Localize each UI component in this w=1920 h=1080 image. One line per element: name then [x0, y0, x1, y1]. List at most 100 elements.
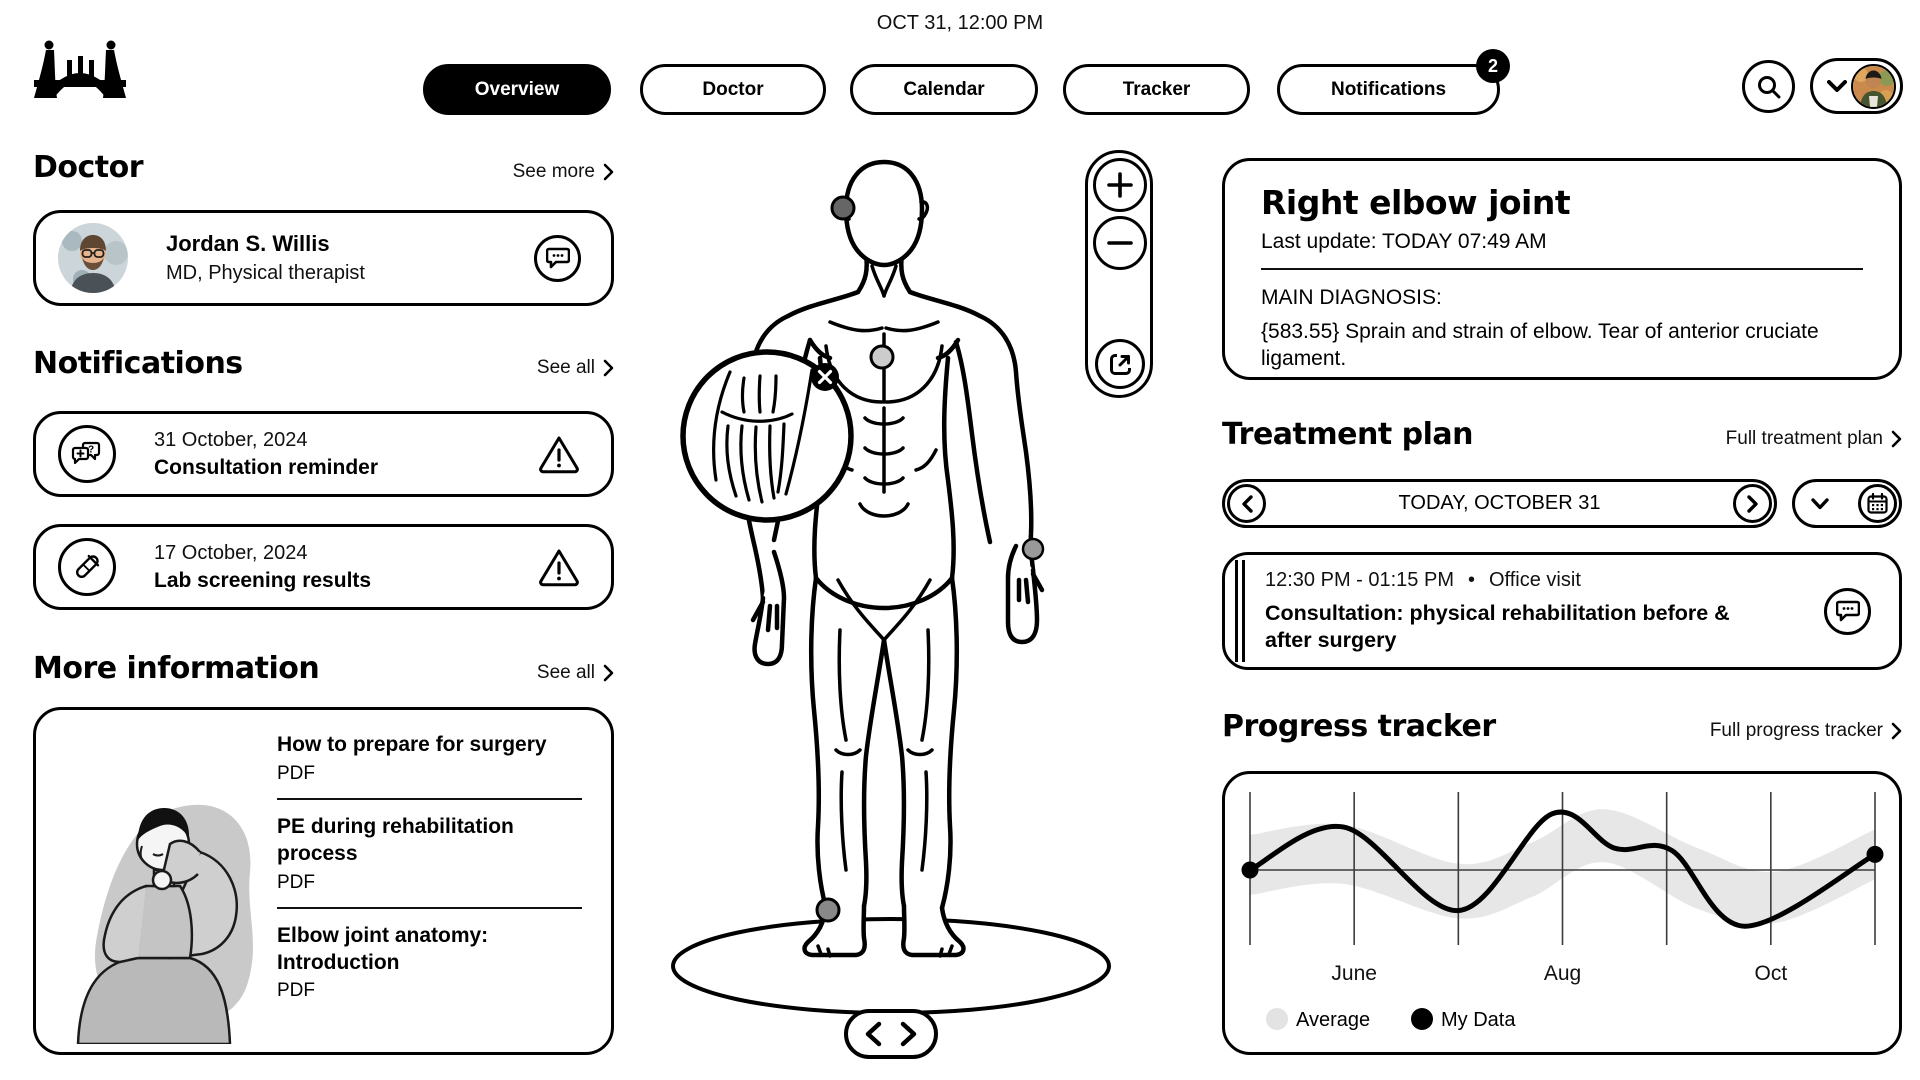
human-figure	[740, 159, 1045, 958]
user-avatar	[1851, 63, 1896, 109]
info-list: How to prepare for surgery PDF PE during…	[277, 732, 582, 1002]
notification-card-lab[interactable]: 17 October, 2024 Lab screening results	[33, 524, 614, 610]
rotate-left-button[interactable]	[865, 1021, 882, 1047]
appointment-card[interactable]: 12:30 PM - 01:15 PM • Office visit Consu…	[1222, 552, 1902, 670]
tab-overview[interactable]: Overview	[423, 64, 611, 115]
more-info-card: How to prepare for surgery PDF PE during…	[33, 707, 614, 1055]
previous-day-button[interactable]	[1227, 484, 1266, 523]
marker-left-ankle[interactable]	[815, 897, 841, 923]
svg-text:Average: Average	[1296, 1009, 1370, 1031]
chat-bubble-icon	[545, 247, 570, 269]
body-model-viewer	[671, 159, 1111, 1059]
diagnosis-label: MAIN DIAGNOSIS:	[1261, 286, 1442, 309]
info-item[interactable]: PE during rehabilitation process PDF	[277, 814, 582, 894]
notification-date: 17 October, 2024	[154, 541, 308, 564]
zoom-out-button[interactable]	[1093, 216, 1147, 270]
appointment-type: Office visit	[1489, 568, 1581, 591]
doctor-role: MD, Physical therapist	[166, 262, 365, 284]
notifications-section-title: Notifications	[33, 346, 243, 381]
divider	[1261, 268, 1863, 270]
info-item[interactable]: How to prepare for surgery PDF	[277, 732, 582, 785]
doctor-name: Jordan S. Willis	[166, 231, 330, 256]
info-item-format: PDF	[277, 762, 315, 784]
info-item-title: How to prepare for surgery	[277, 733, 547, 756]
doctor-avatar	[58, 223, 128, 293]
notification-card-consultation[interactable]: ? 31 October, 2024 Consultation reminder	[33, 411, 614, 497]
chevron-right-icon	[1891, 430, 1902, 448]
more-info-see-all-link[interactable]: See all	[537, 662, 614, 684]
close-magnifier-button[interactable]	[811, 363, 839, 391]
tab-notifications-label: Notifications	[1330, 78, 1447, 100]
consultation-bubbles-icon: ?	[58, 425, 116, 483]
appointment-message-button[interactable]	[1824, 587, 1871, 635]
diagnosis-last-update: Last update: TODAY 07:49 AM	[1261, 230, 1547, 253]
marker-left-wrist[interactable]	[1021, 537, 1045, 561]
appointment-accent	[1235, 560, 1245, 662]
full-progress-tracker-link[interactable]: Full progress tracker	[1710, 720, 1902, 742]
chevron-down-icon	[1811, 497, 1829, 509]
bridge-logo-icon	[34, 40, 126, 98]
minus-icon	[1107, 241, 1133, 245]
tab-doctor[interactable]: Doctor	[640, 64, 826, 115]
calendar-picker-button[interactable]	[1792, 479, 1902, 528]
notifications-see-all-link[interactable]: See all	[537, 357, 614, 379]
info-item[interactable]: Elbow joint anatomy: Introduction PDF	[277, 923, 582, 1003]
elbow-magnifier[interactable]	[680, 349, 854, 523]
marker-chest[interactable]	[869, 344, 895, 370]
chevron-right-icon	[603, 664, 614, 682]
plus-icon	[1107, 172, 1133, 198]
bullet-separator: •	[1467, 568, 1475, 591]
diagnosis-title: Right elbow joint	[1261, 183, 1571, 222]
divider	[277, 797, 582, 800]
full-progress-tracker-label: Full progress tracker	[1709, 720, 1883, 741]
exercise-illustration	[76, 804, 253, 1044]
appointment-time: 12:30 PM - 01:15 PM	[1265, 568, 1454, 591]
appointment-texts: 12:30 PM - 01:15 PM • Office visit Consu…	[1265, 569, 1824, 654]
next-day-button[interactable]	[1733, 484, 1772, 523]
calendar-icon	[1867, 493, 1888, 514]
selected-date-label: TODAY, OCTOBER 31	[1398, 492, 1601, 514]
svg-text:June: June	[1331, 962, 1377, 985]
progress-section-title: Progress tracker	[1222, 709, 1496, 744]
reset-view-icon	[1109, 353, 1131, 375]
info-item-title: Elbow joint anatomy: Introduction	[277, 923, 489, 974]
more-info-section-header: More information See all	[33, 651, 614, 686]
tab-overview-label: Overview	[474, 78, 560, 100]
diagnosis-card: Right elbow joint Last update: TODAY 07:…	[1222, 158, 1902, 380]
info-item-format: PDF	[277, 980, 315, 1002]
marker-head[interactable]	[830, 195, 856, 221]
badge-value: 2	[1487, 55, 1498, 76]
chevron-right-icon	[603, 359, 614, 377]
close-icon	[817, 369, 833, 385]
notification-texts: 31 October, 2024 Consultation reminder	[154, 429, 537, 480]
message-doctor-button[interactable]	[534, 234, 581, 282]
doctor-section-header: Doctor See more	[33, 150, 614, 185]
rotate-right-button[interactable]	[900, 1021, 917, 1047]
appointment-title: Consultation: physical rehabilitation be…	[1265, 600, 1730, 652]
search-icon	[1757, 75, 1780, 98]
tab-notifications[interactable]: Notifications	[1277, 64, 1500, 115]
progress-section-header: Progress tracker Full progress tracker	[1222, 709, 1902, 744]
diagnosis-text: {583.55} Sprain and strain of elbow. Tea…	[1261, 320, 1819, 371]
notification-texts: 17 October, 2024 Lab screening results	[154, 542, 537, 593]
reset-view-button[interactable]	[1095, 339, 1145, 389]
notifications-section-header: Notifications See all	[33, 346, 614, 381]
user-menu[interactable]	[1810, 58, 1903, 114]
doctor-card[interactable]: Jordan S. Willis MD, Physical therapist	[33, 210, 614, 306]
warning-icon	[539, 549, 579, 587]
see-more-label: See more	[512, 161, 595, 182]
calendar-icon-circle	[1858, 484, 1897, 523]
tab-calendar[interactable]: Calendar	[850, 64, 1038, 115]
full-treatment-plan-link[interactable]: Full treatment plan	[1726, 428, 1902, 450]
search-button[interactable]	[1742, 60, 1795, 113]
doctor-see-more-link[interactable]: See more	[513, 161, 614, 183]
treatment-section-header: Treatment plan Full treatment plan	[1222, 417, 1902, 452]
zoom-in-button[interactable]	[1093, 158, 1147, 212]
divider	[277, 906, 582, 909]
notification-title: Consultation reminder	[154, 455, 379, 479]
svg-text:Aug: Aug	[1544, 962, 1581, 985]
zoom-panel	[1085, 150, 1153, 398]
tab-tracker[interactable]: Tracker	[1063, 64, 1250, 115]
